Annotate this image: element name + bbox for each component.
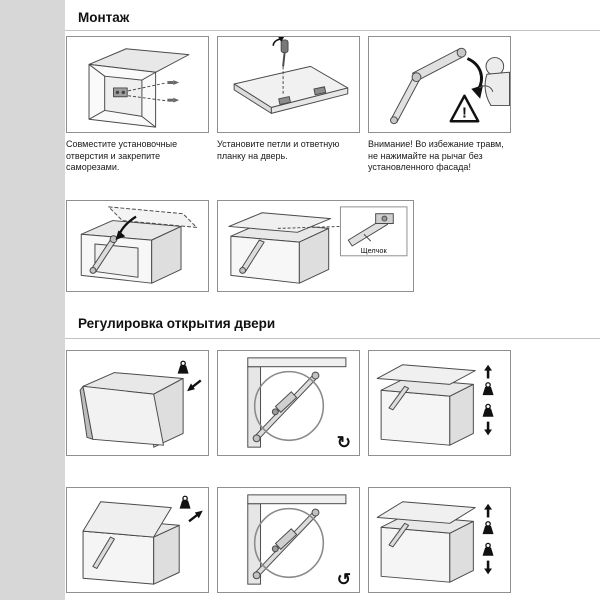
panel-adjust-b2: ↺ — [217, 487, 360, 593]
person-icon — [478, 57, 510, 107]
divider-installation — [65, 30, 600, 31]
divider-adjustment — [65, 338, 600, 339]
screw-icon — [167, 97, 180, 103]
panel-attach-door — [66, 200, 209, 292]
panel-click-detail: Щелчок — [217, 200, 414, 292]
weight-increase-icon — [481, 502, 495, 535]
weight-decrease-icon — [481, 403, 495, 437]
weight-icon — [176, 360, 190, 375]
weight-increase-icon — [481, 363, 495, 396]
illustration-door-half-open — [82, 495, 203, 585]
caption-step-align-holes: Совместите установочные отверстия и закр… — [66, 139, 178, 173]
illustration-door-open-weights-2 — [376, 501, 495, 583]
adjust-arrow-icon — [188, 510, 203, 523]
screw-icon — [167, 80, 180, 85]
illustration-door-open-weights — [376, 363, 495, 446]
rotate-clockwise-icon: ↻ — [336, 433, 351, 452]
detail-inset: Щелчок — [339, 206, 408, 257]
illustration-adjust-screw-cw — [247, 357, 347, 448]
panel-adjust-a1 — [66, 350, 209, 456]
panel-adjust-a2: ↻ — [217, 350, 360, 456]
adjust-arrow-icon — [187, 379, 202, 392]
panel-step-warning: ! — [368, 36, 511, 133]
weight-decrease-icon — [481, 542, 495, 576]
illustration-cabinet-mounting — [88, 48, 190, 128]
panel-step-hinges — [217, 36, 360, 133]
swing-arrow-icon — [466, 57, 484, 99]
mounting-plate-icon — [113, 87, 128, 98]
attach-arrow-icon — [115, 215, 137, 241]
illustration-adjust-screw-ccw — [247, 494, 347, 585]
illustration-attach-door — [80, 206, 198, 284]
section-title-adjustment: Регулировка открытия двери — [78, 316, 276, 331]
panel-adjust-b3 — [368, 487, 511, 593]
warning-mark: ! — [462, 105, 467, 121]
illustration-door-hinges — [233, 37, 349, 114]
lens-circle — [253, 507, 325, 579]
caption-step-warning: Внимание! Во избежание травм, не нажимай… — [368, 139, 504, 173]
panel-adjust-b1 — [66, 487, 209, 593]
warning-triangle-icon: ! — [449, 94, 480, 123]
panel-step-align-holes — [66, 36, 209, 133]
panel-adjust-a3 — [368, 350, 511, 456]
screwdriver-icon — [272, 37, 289, 67]
illustration-door-ajar — [79, 360, 202, 448]
illustration-click-detail: Щелчок — [228, 206, 408, 284]
caption-step-hinges: Установите петли и ответную планку на дв… — [217, 139, 340, 161]
illustration-lift-arm-warning: ! — [390, 47, 510, 125]
left-margin-strip — [0, 0, 65, 600]
lens-circle — [253, 370, 325, 442]
inset-label: Щелчок — [361, 246, 388, 255]
weight-icon — [178, 495, 192, 510]
rotate-counterclockwise-icon: ↺ — [336, 570, 351, 589]
section-title-installation: Монтаж — [78, 10, 130, 25]
